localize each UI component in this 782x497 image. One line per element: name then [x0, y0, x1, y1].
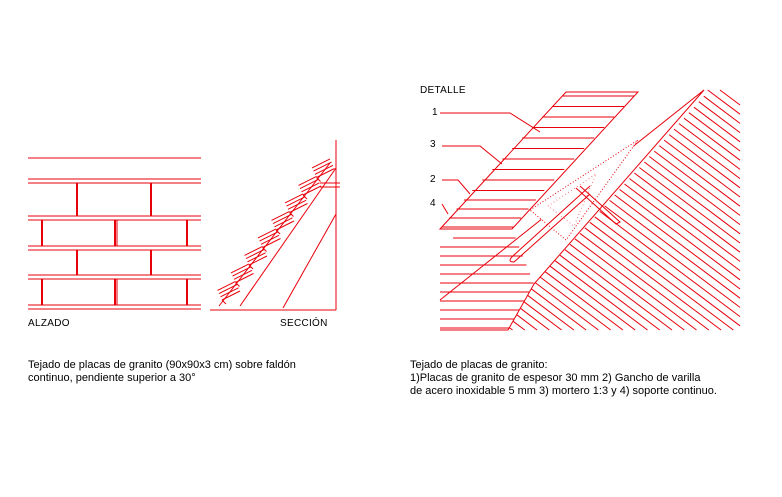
plate-stroke — [314, 164, 334, 175]
support-hatch — [544, 271, 624, 331]
support-hatch — [683, 117, 741, 161]
support-hatch — [619, 189, 741, 281]
support-hatch — [643, 161, 741, 235]
plate-edge — [289, 212, 294, 217]
left-caption-line1: Tejado de placas de granito (90x90x3 cm)… — [28, 359, 296, 371]
support-hatch — [530, 288, 587, 331]
callout-leaders — [440, 112, 541, 215]
plate-stroke — [286, 196, 305, 207]
plate-stroke — [257, 228, 277, 239]
support-hatch — [634, 172, 741, 253]
support-hatch — [549, 265, 636, 331]
right-caption-line1: Tejado de placas de granito: — [410, 359, 548, 371]
support-hatch — [519, 307, 550, 331]
plate-edge — [302, 194, 308, 200]
support-hatch — [653, 150, 741, 216]
support-hatch — [589, 221, 734, 331]
left-caption-line2: continuo, pendiente superior a 30° — [28, 372, 196, 384]
support-hatch — [639, 167, 741, 244]
support-hatch — [594, 216, 741, 327]
callout-2-label: 2 — [430, 174, 436, 185]
left-caption: Tejado de placas de granito (90x90x3 cm)… — [28, 359, 296, 385]
support-hatch — [719, 89, 741, 106]
plate-stroke — [298, 175, 317, 186]
leader-4 — [441, 203, 449, 215]
plate-stroke — [217, 280, 236, 291]
support-hatch — [579, 232, 710, 331]
callout-4-label: 4 — [430, 198, 436, 209]
support-hatch — [688, 112, 741, 152]
steel-hook — [509, 185, 591, 263]
plate-stroke — [284, 193, 304, 204]
alzado-elevation-drawing — [28, 157, 201, 310]
detalle-label: DETALLE — [420, 85, 466, 96]
leader-3 — [442, 145, 503, 165]
support-hatch — [698, 101, 741, 134]
leader-2 — [442, 179, 471, 195]
seccion-label: SECCIÓN — [280, 316, 328, 329]
support-hatch — [609, 199, 741, 299]
plate-stroke — [272, 214, 292, 225]
support-hatch — [703, 95, 741, 124]
support-hatch — [564, 249, 673, 331]
support-hatch — [614, 194, 741, 290]
plate-edge — [262, 247, 267, 252]
support-hatch — [678, 123, 741, 170]
right-caption-line2: 1)Placas de granito de espesor 30 mm 2) … — [410, 372, 701, 384]
support-hatch — [663, 139, 741, 198]
support-hatch — [523, 301, 562, 331]
detalle-detail-drawing — [438, 89, 741, 331]
support-hatch — [584, 227, 722, 331]
section-slope-inner — [239, 167, 337, 307]
support-hatch — [693, 106, 741, 143]
right-caption-line3: de acero inoxidable 5 mm 3) mortero 1:3 … — [410, 385, 717, 397]
section-support-line — [282, 213, 337, 309]
support-outline — [440, 89, 705, 331]
section-slope-outer — [218, 162, 331, 307]
plate-edge — [316, 177, 321, 182]
alzado-label: ALZADO — [28, 318, 70, 329]
leader-1 — [440, 112, 541, 133]
support-hatch — [673, 128, 741, 180]
support-hatch — [534, 282, 599, 331]
plate-stroke — [313, 161, 332, 172]
support-hatch — [554, 260, 648, 331]
support-hatch — [658, 145, 741, 207]
support-hatch — [559, 254, 661, 331]
support-hatch — [599, 210, 741, 318]
support-hatch — [574, 238, 697, 331]
plate-stroke — [311, 158, 331, 169]
support-hatch — [516, 314, 538, 331]
support-hatch — [527, 294, 575, 331]
support-hatch — [539, 276, 612, 331]
right-caption: Tejado de placas de granito: 1)Placas de… — [410, 359, 717, 398]
plate-stroke — [301, 182, 320, 193]
plate-stroke — [244, 245, 263, 256]
support-hatch — [668, 134, 741, 189]
support-hatch — [604, 205, 741, 308]
plate-edge — [248, 264, 254, 270]
plate-edge — [275, 229, 281, 235]
plate-stroke — [259, 231, 278, 242]
callout-3-label: 3 — [430, 139, 436, 150]
support-hatch — [629, 178, 741, 262]
support-hatch — [648, 156, 741, 225]
support-hatch — [508, 327, 513, 331]
plate-stroke — [271, 210, 290, 221]
support-hatch — [707, 89, 741, 115]
support-hatch — [624, 183, 741, 272]
support-hatch — [569, 243, 685, 331]
plate-stroke — [299, 179, 319, 190]
plate-stroke — [230, 263, 250, 274]
seccion-section-drawing — [210, 140, 340, 311]
callout-1-label: 1 — [432, 107, 438, 118]
hook-clip — [575, 185, 621, 225]
support-hatch — [512, 320, 526, 331]
